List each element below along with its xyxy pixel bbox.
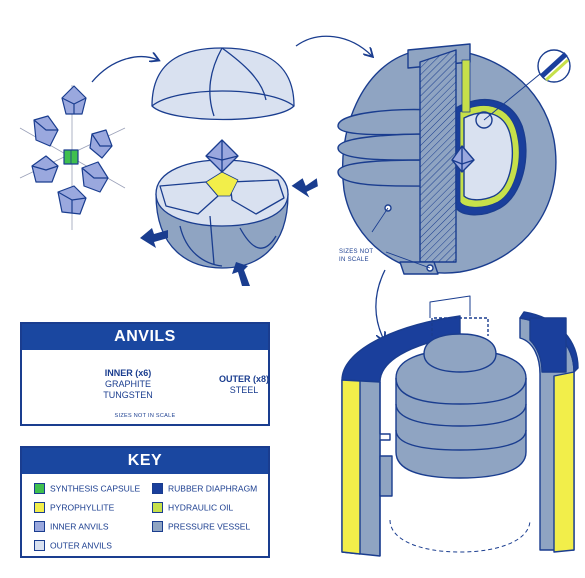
arrow-right-icon xyxy=(291,178,318,198)
anvils-scale-note: SIZES NOT IN SCALE xyxy=(114,413,176,419)
inner-anvils-swatch xyxy=(34,521,45,533)
anvils-panel: ANVILS INNER (x6) GRAPHITE TUNGSTEN OUTE… xyxy=(20,322,270,426)
key-item-hydraulic-oil: HYDRAULIC OIL xyxy=(152,501,233,514)
inner-anvil-material-1: GRAPHITE xyxy=(104,379,151,389)
compression-arrows xyxy=(140,178,318,286)
outer-anvil-dome xyxy=(151,47,295,121)
flow-arrow-3 xyxy=(375,269,385,340)
key-item-pyrophyllite: PYROPHYLLITE xyxy=(34,501,114,514)
inner-anvil-top xyxy=(61,85,87,115)
synthesis-capsule-swatch xyxy=(34,483,45,495)
sizes-not-in-scale-note: SIZES NOT IN SCALE xyxy=(339,248,373,264)
flow-arrow-2 xyxy=(295,35,372,56)
key-item-synthesis-capsule: SYNTHESIS CAPSULE xyxy=(34,482,140,495)
key-panel: KEY SYNTHESIS CAPSULE PYROPHYLLITE INNER… xyxy=(20,446,270,558)
inner-anvil-upper-right xyxy=(89,129,113,159)
inner-anvil-count: INNER (x6) xyxy=(104,368,152,378)
outer-anvils-swatch xyxy=(34,540,45,552)
outer-anvil-count: OUTER (x8) xyxy=(218,374,269,384)
sizes-note-line-1: SIZES NOT xyxy=(339,249,374,255)
rubber-diaphragm-swatch xyxy=(152,483,163,495)
inner-anvil-material-2: TUNGSTEN xyxy=(103,390,153,400)
arrow-left-icon xyxy=(140,228,168,248)
outer-anvil-material: STEEL xyxy=(229,385,259,395)
pressure-sphere xyxy=(337,43,571,275)
inner-anvil-lower-right xyxy=(81,161,109,193)
outer-anvil-base xyxy=(155,139,289,269)
exploded-inner-anvils xyxy=(19,85,126,230)
inner-anvil-bottom xyxy=(57,185,87,215)
pyrophyllite-swatch xyxy=(34,502,45,514)
inner-anvil-caption: INNER (x6) GRAPHITE TUNGSTEN xyxy=(90,368,166,401)
pressure-vessel-cutaway xyxy=(341,295,579,557)
arrow-up-icon xyxy=(232,262,250,286)
synthesis-capsule xyxy=(63,149,79,165)
flow-arrow-1 xyxy=(91,57,158,83)
sizes-note-line-2: IN SCALE xyxy=(339,257,369,263)
key-item-pressure-vessel: PRESSURE VESSEL xyxy=(152,520,250,533)
outer-anvil-caption: OUTER (x8) STEEL xyxy=(214,374,274,396)
key-item-inner-anvils: INNER ANVILS xyxy=(34,520,109,533)
inner-anvil-lower-left xyxy=(31,155,59,183)
inner-anvil-upper-left xyxy=(33,115,59,147)
key-item-outer-anvils: OUTER ANVILS xyxy=(34,539,112,552)
pressure-vessel-swatch xyxy=(152,521,163,533)
key-item-rubber-diaphragm: RUBBER DIAPHRAGM xyxy=(152,482,257,495)
key-panel-title: KEY xyxy=(22,448,268,474)
anvils-panel-title: ANVILS xyxy=(22,324,268,350)
hydraulic-oil-swatch xyxy=(152,502,163,514)
